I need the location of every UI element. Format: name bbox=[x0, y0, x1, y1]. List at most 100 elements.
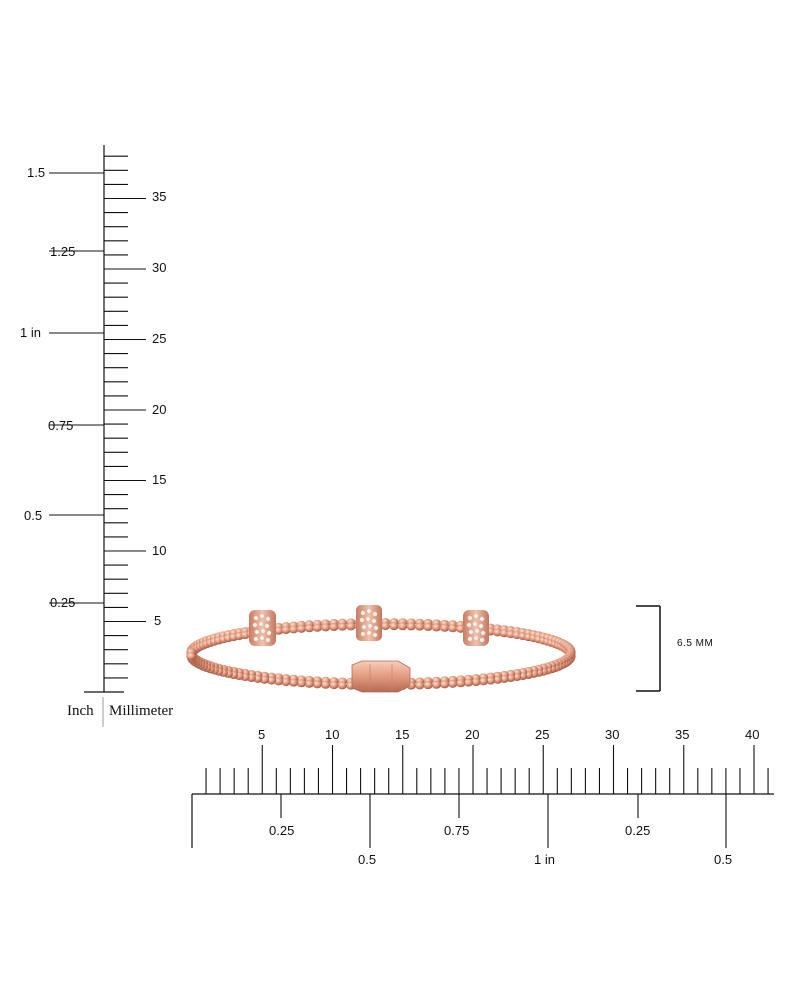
rope-bead bbox=[337, 622, 347, 631]
axis-label-inch: Inch bbox=[67, 703, 94, 719]
clasp bbox=[351, 660, 411, 693]
hmm-label-15: 15 bbox=[395, 727, 410, 742]
hmm-label-25: 25 bbox=[535, 727, 550, 742]
mm-label-25: 25 bbox=[152, 331, 167, 346]
pave-stone bbox=[478, 623, 484, 629]
rope-bead bbox=[431, 680, 442, 689]
rope-bead bbox=[296, 624, 306, 633]
mm-label-35: 35 bbox=[152, 189, 167, 204]
pave-stone bbox=[467, 636, 473, 642]
pave-stone bbox=[252, 622, 258, 628]
rope-bead bbox=[397, 622, 408, 631]
charm-right bbox=[463, 610, 489, 646]
rope-bead bbox=[186, 652, 196, 661]
inch-label-1-in: 1 in bbox=[20, 325, 41, 340]
rope-bead bbox=[448, 680, 458, 688]
pave-stone bbox=[367, 623, 373, 629]
rope-bead bbox=[320, 623, 331, 632]
rope-bead bbox=[320, 680, 331, 689]
rope-bead bbox=[440, 680, 450, 689]
rope-bead bbox=[431, 623, 442, 632]
inch-label-0-5: 0.5 bbox=[24, 508, 43, 523]
rope-bead bbox=[329, 681, 339, 690]
pave-stone bbox=[360, 610, 366, 616]
inch-label-1-25: 1.25 bbox=[50, 244, 76, 259]
pave-stone bbox=[259, 635, 265, 641]
rope-bead bbox=[448, 624, 458, 633]
charm-left bbox=[249, 610, 276, 646]
rope-bead bbox=[281, 626, 291, 635]
rope-bead bbox=[346, 622, 356, 631]
dimension-bracket bbox=[636, 605, 661, 692]
hmm-label-30: 30 bbox=[605, 727, 620, 742]
rope-bead bbox=[415, 681, 425, 690]
pave-stone bbox=[366, 630, 372, 636]
pave-stone bbox=[472, 621, 478, 627]
pave-stone bbox=[254, 629, 260, 635]
hinch-label-1-in: 1 in bbox=[534, 852, 555, 867]
rope-bead bbox=[337, 681, 347, 690]
pave-stone bbox=[361, 624, 367, 630]
pave-stone bbox=[468, 629, 474, 635]
vertical-ruler bbox=[49, 145, 146, 727]
rope-bead bbox=[288, 678, 299, 687]
rope-bead bbox=[389, 622, 399, 631]
mm-label-15: 15 bbox=[152, 472, 167, 487]
pave-stone bbox=[372, 632, 378, 638]
rope-bead bbox=[274, 677, 284, 686]
rope-bead bbox=[423, 623, 433, 631]
hmm-label-35: 35 bbox=[675, 727, 690, 742]
pave-stone bbox=[264, 623, 270, 629]
rope-bead bbox=[312, 680, 322, 689]
hmm-label-20: 20 bbox=[465, 727, 480, 742]
pave-stone bbox=[253, 636, 259, 642]
rope-bead bbox=[485, 676, 496, 685]
inch-label-1-5: 1.5 bbox=[27, 165, 46, 180]
charm-center bbox=[356, 605, 382, 641]
hinch-label-0-5a: 0.5 bbox=[358, 852, 377, 867]
pave-stone bbox=[473, 635, 479, 641]
dimension-label: 6.5 MM bbox=[677, 638, 714, 649]
rope-bead bbox=[329, 623, 339, 631]
pave-stone bbox=[466, 622, 472, 628]
hmm-label-10: 10 bbox=[325, 727, 340, 742]
rope-bead bbox=[312, 623, 322, 632]
rope-bead bbox=[288, 625, 299, 634]
rope-bead bbox=[380, 622, 390, 631]
pave-stone bbox=[359, 617, 365, 623]
pave-stone bbox=[260, 628, 266, 634]
hinch-label-0-5b: 0.5 bbox=[714, 852, 733, 867]
rope-bead bbox=[471, 678, 481, 687]
pave-stone bbox=[366, 608, 372, 614]
pave-stone bbox=[479, 637, 485, 643]
pave-stone bbox=[474, 628, 480, 634]
pave-stone bbox=[372, 611, 378, 617]
pave-stone bbox=[473, 613, 479, 619]
rope-bead bbox=[492, 675, 503, 684]
pave-stone bbox=[259, 613, 265, 619]
inch-label-0-75: 0.75 bbox=[48, 418, 74, 433]
pave-stone bbox=[480, 630, 486, 636]
rope-bead bbox=[440, 623, 450, 632]
rope-bead bbox=[281, 678, 291, 687]
rope-bead bbox=[304, 680, 314, 688]
pave-stone bbox=[258, 621, 264, 627]
pave-stone bbox=[266, 630, 272, 636]
rope-bead bbox=[478, 677, 488, 686]
axis-label-millimeter: Millimeter bbox=[109, 703, 174, 719]
rope-bead bbox=[274, 626, 284, 635]
rope-bead bbox=[406, 622, 416, 631]
hinch-label-0-25a: 0.25 bbox=[269, 823, 295, 838]
mm-label-20: 20 bbox=[152, 402, 167, 417]
inch-label-0-25: 0.25 bbox=[50, 595, 76, 610]
rope-bead bbox=[456, 624, 466, 633]
pave-stone bbox=[373, 625, 379, 631]
rope-bead bbox=[296, 679, 306, 688]
rope-bead bbox=[415, 622, 425, 631]
rope-bead bbox=[304, 624, 314, 633]
mm-label-5: 5 bbox=[154, 613, 162, 628]
pave-stone bbox=[467, 615, 473, 621]
hinch-label-0-75: 0.75 bbox=[444, 823, 470, 838]
pave-stone bbox=[365, 616, 371, 622]
